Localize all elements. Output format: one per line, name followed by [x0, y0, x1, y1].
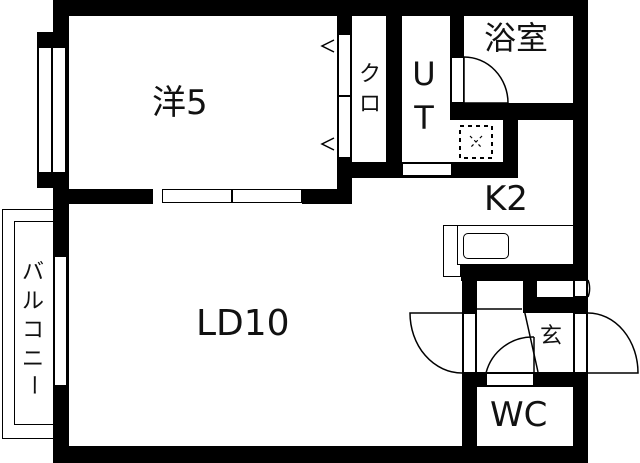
- kitchen-sink: [463, 233, 509, 259]
- closet-door-2: [338, 96, 351, 158]
- wall-top-bedroom: [53, 0, 469, 16]
- closet-char-2: ロ: [358, 92, 381, 117]
- wall-closet-right: [386, 10, 402, 178]
- balcony-inner: [14, 221, 56, 425]
- balcony-char-5: ー: [20, 374, 45, 396]
- room-label-western: 洋5: [152, 83, 208, 123]
- wall-closet-bottom: [337, 162, 401, 178]
- storage-door: [574, 280, 587, 297]
- room-label-living-dining: LD10: [196, 303, 290, 344]
- ld-window: [54, 256, 67, 386]
- wall-right-upper: [573, 0, 588, 272]
- wall-bottom-wc: [462, 446, 580, 463]
- utility-char-2: T: [414, 99, 434, 137]
- balcony-char-2: ル: [21, 289, 44, 314]
- wall-top-bath: [380, 0, 588, 16]
- bedroom-sliding-door-1: [162, 189, 232, 203]
- closet-char-1: ク: [358, 62, 381, 87]
- balcony-char-4: ニ: [21, 347, 44, 372]
- bedroom-sliding-door-2: [232, 189, 302, 203]
- kitchen-counter: [457, 225, 574, 265]
- utility-char-1: U: [412, 55, 436, 93]
- wall-bath-bottom: [450, 103, 588, 120]
- room-label-closet: ク ロ: [356, 60, 384, 120]
- room-label-bathroom: 浴室: [484, 19, 549, 57]
- room-label-balcony: バ ル コ ニ ー: [18, 258, 48, 396]
- balcony-char-3: コ: [21, 318, 44, 343]
- bedroom-window-inner: [52, 47, 66, 173]
- balcony-char-1: バ: [21, 260, 44, 285]
- wall-storage-bottom: [523, 297, 588, 313]
- wall-bedroom-bottom: [53, 189, 153, 204]
- room-label-kitchen: K2: [484, 179, 528, 219]
- closet-door-1: [338, 34, 351, 96]
- room-label-toilet: WC: [490, 395, 548, 435]
- wc-door: [486, 373, 534, 386]
- wall-ut-right: [503, 120, 518, 178]
- room-label-utility: U T: [406, 52, 442, 140]
- ut-door: [402, 163, 452, 176]
- bedroom-window-outer: [38, 47, 52, 173]
- wall-bottom: [53, 446, 480, 463]
- room-label-entrance: 玄: [540, 324, 563, 349]
